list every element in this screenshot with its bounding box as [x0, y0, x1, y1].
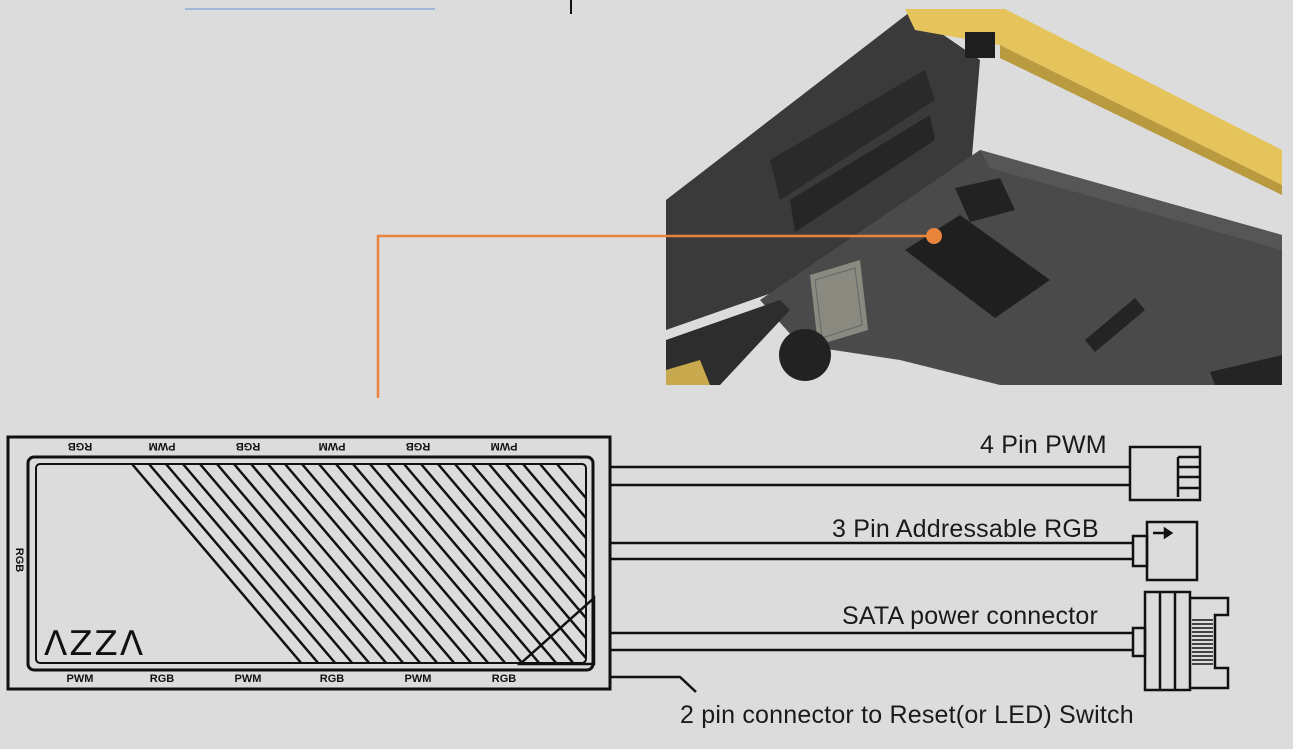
- hub-stripe: [148, 463, 320, 664]
- cables: [610, 465, 1133, 693]
- hub-stripe: [131, 463, 303, 664]
- hub-bottom-port-label: RGB: [320, 673, 345, 685]
- hub-stripe: [301, 463, 473, 664]
- hub-stripe: [488, 463, 587, 579]
- hub-bottom-port-label: RGB: [492, 673, 517, 685]
- hub-stripe: [216, 463, 388, 664]
- hub-stripe: [165, 463, 337, 664]
- hub-stripe: [454, 463, 587, 619]
- hub-top-port-label: PWM: [149, 440, 176, 452]
- pwm-connector-label: 4 Pin PWM: [980, 431, 1107, 459]
- hub-inner-frame: [26, 455, 595, 672]
- callout-leader-line: [376, 234, 934, 398]
- pwm-connector: [1128, 445, 1202, 502]
- hub-bottom-port-label: PWM: [235, 673, 262, 685]
- hub-top-port-label: RGB: [68, 440, 93, 452]
- hub-mount-cutout: [905, 215, 1050, 318]
- hub-top-port-label: PWM: [491, 440, 518, 452]
- hub-logo: ΛZZΛ: [44, 624, 145, 664]
- hub-stripe: [352, 463, 524, 664]
- hub-stripe: [284, 463, 456, 664]
- reset-connector-label: 2 pin connector to Reset(or LED) Switch: [680, 701, 1134, 729]
- hub-stripe: [403, 463, 575, 664]
- hub-stripe: [267, 463, 439, 664]
- hub-stripe: [505, 463, 587, 559]
- sata-connector-label: SATA power connector: [842, 602, 1098, 630]
- hub-stripe: [182, 463, 354, 664]
- hub-stripe: [335, 463, 507, 664]
- hub-stripe: [199, 463, 371, 664]
- hub-stripe: [420, 463, 587, 659]
- hub-stripe: [369, 463, 541, 664]
- hub-top-port-label: RGB: [236, 440, 261, 452]
- hub-bottom-port-label: PWM: [405, 673, 432, 685]
- hub-side-label: RGB: [13, 548, 25, 573]
- hub-outer-frame: [6, 435, 612, 691]
- case-fan: [779, 329, 831, 381]
- hub-corner-triangle: [516, 595, 596, 666]
- argb-connector: [1131, 520, 1199, 582]
- hub-stripe: [250, 463, 422, 664]
- hub-bottom-port-label: PWM: [67, 673, 94, 685]
- fan-hub: RGB PWM RGB PWM RGB PWM PWM RGB PWM RGB PWM RGB RG…: [6, 435, 612, 691]
- reset-cable: [610, 675, 697, 693]
- hub-stripe: [522, 463, 587, 539]
- hub-diagonal-stripes: [131, 463, 587, 664]
- hub-stripe: [233, 463, 405, 664]
- argb-connector-label: 3 Pin Addressable RGB: [832, 515, 1099, 543]
- hub-stripe: [556, 463, 587, 499]
- hub-top-port-label: RGB: [406, 440, 431, 452]
- hub-top-port-label: PWM: [319, 440, 346, 452]
- case-top-frame: [905, 9, 1282, 185]
- hub-stripe: [539, 463, 587, 519]
- hub-stripe: [437, 463, 587, 639]
- sata-connector: [1131, 590, 1230, 692]
- hub-stripe: [471, 463, 587, 599]
- case-render: [666, 9, 1282, 385]
- hub-bottom-port-label: RGB: [150, 673, 175, 685]
- hub-stripe: [318, 463, 490, 664]
- hub-stripe: [386, 463, 558, 664]
